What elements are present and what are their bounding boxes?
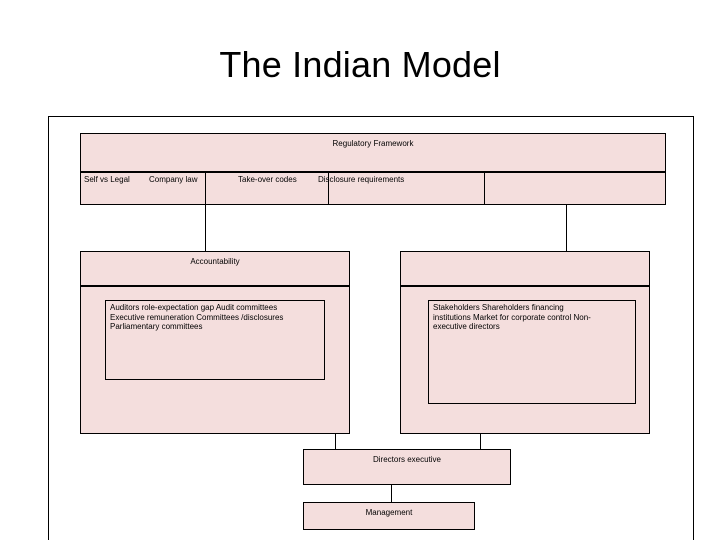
- right-branch-item-1: Stakeholders Shareholders financing: [433, 303, 564, 312]
- connector-directors-to-management: [391, 485, 392, 502]
- directors-executive-box: Directors executive: [303, 449, 511, 485]
- right-branch-header-box: [400, 251, 650, 286]
- right-branch-item-2: institutions Market for corporate contro…: [433, 312, 591, 322]
- right-branch-items-panel: [428, 300, 636, 404]
- accountability-item-1: Auditors role-expectation gap Audit comm…: [110, 303, 278, 312]
- connector-right-branch-to-directors: [480, 434, 481, 449]
- right-branch-body-box: [400, 286, 650, 434]
- connector-framework-to-left-branch: [205, 205, 206, 251]
- management-label: Management: [365, 508, 413, 517]
- cell-disclosure-requirements: Disclosure requirements: [318, 175, 405, 184]
- cell-self-vs-legal: Self vs Legal: [84, 175, 130, 184]
- regulatory-framework-title: Regulatory Framework: [332, 139, 414, 148]
- directors-executive-label: Directors executive: [372, 455, 442, 464]
- accountability-item-3: Parliamentary committees: [110, 322, 203, 332]
- connector-framework-to-right-branch: [566, 205, 567, 251]
- cell-divider-2: [328, 172, 329, 205]
- cell-divider-1: [205, 172, 206, 205]
- regulatory-framework-header-box: Regulatory Framework: [80, 133, 666, 172]
- right-branch-item-3: executive directors: [433, 322, 500, 332]
- accountability-items-panel: [105, 300, 325, 380]
- page-title: The Indian Model: [219, 44, 501, 85]
- connector-left-branch-to-directors: [335, 434, 336, 449]
- cell-company-law: Company law: [149, 175, 198, 184]
- cell-divider-3: [484, 172, 485, 205]
- accountability-header-box: Accountability: [80, 251, 350, 286]
- accountability-title: Accountability: [190, 257, 240, 266]
- management-box: Management: [303, 502, 475, 530]
- regulatory-framework-cells-row: [80, 172, 666, 205]
- accountability-body-box: [80, 286, 350, 434]
- diagram-frame: [48, 116, 694, 540]
- cell-take-over-codes: Take-over codes: [238, 175, 297, 184]
- accountability-item-2: Executive remuneration Committees /discl…: [110, 312, 284, 322]
